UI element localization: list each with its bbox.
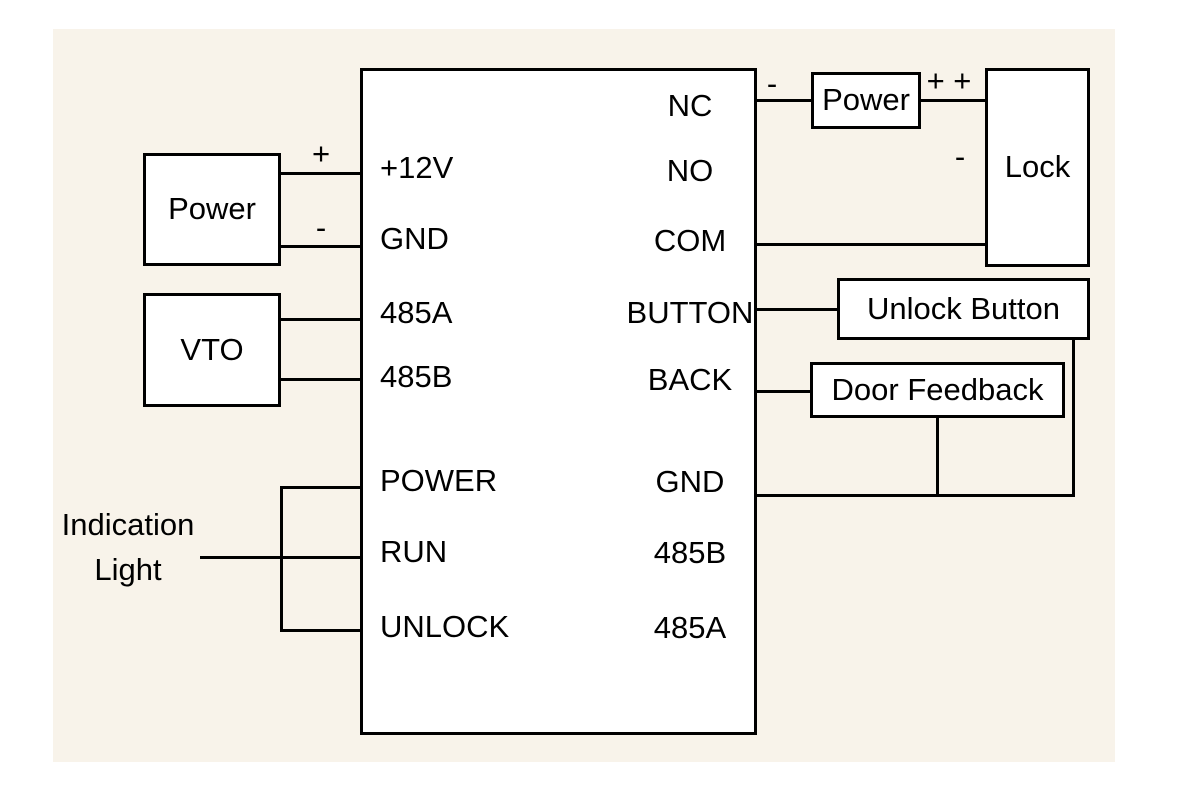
wire-unlock-button-to-gnd — [1072, 338, 1075, 497]
terminal-button: BUTTON — [626, 295, 754, 330]
wire-nc-to-power — [755, 99, 811, 102]
wire-gnd-bus — [755, 494, 1075, 497]
wire-com-to-lock — [755, 243, 985, 246]
wire-indication-unlock — [280, 629, 362, 632]
wire-power-minus-to-gnd — [280, 245, 362, 248]
terminal-no: NO — [666, 153, 714, 188]
wire-button-to-unlock-button — [755, 308, 837, 311]
wire-power-plus-to-12v — [280, 172, 362, 175]
terminal-485b-right: 485B — [653, 535, 727, 570]
wire-power-to-lock — [921, 99, 985, 102]
door-feedback-label: Door Feedback — [831, 371, 1044, 407]
lock-power-box: Power — [811, 72, 921, 129]
terminal-gnd-left: GND — [380, 221, 449, 256]
power-supply-label: Power — [168, 191, 256, 227]
vto-label: VTO — [180, 331, 244, 367]
indication-light-line1: Indication — [61, 507, 195, 542]
terminal-power-led: POWER — [380, 463, 498, 498]
unlock-button-label: Unlock Button — [867, 290, 1060, 326]
vto-box: VTO — [143, 293, 281, 407]
lock-box: Lock — [985, 68, 1090, 267]
lock-label: Lock — [1004, 149, 1071, 185]
door-feedback-box: Door Feedback — [810, 362, 1065, 418]
power-right-minus-sign: - — [766, 66, 778, 101]
unlock-button-box: Unlock Button — [837, 278, 1090, 340]
terminal-485a-left: 485A — [380, 295, 453, 330]
power-left-minus-sign: - — [315, 210, 327, 245]
terminal-gnd-right: GND — [655, 464, 725, 499]
wire-vto-485a — [280, 318, 362, 321]
terminal-485a-right: 485A — [653, 610, 727, 645]
wire-vto-485b — [280, 378, 362, 381]
terminal-com: COM — [653, 223, 727, 258]
terminal-nc: NC — [667, 88, 713, 123]
power-supply-box: Power — [143, 153, 281, 266]
terminal-run-led: RUN — [380, 534, 448, 569]
wire-indication-power — [280, 486, 362, 489]
indication-light-line2: Light — [94, 552, 162, 587]
power-left-plus-sign: + — [311, 136, 331, 171]
terminal-unlock-led: UNLOCK — [380, 609, 510, 644]
lock-power-label: Power — [822, 82, 910, 118]
terminal-plus12v: +12V — [380, 150, 454, 185]
wire-back-to-door-feedback — [755, 390, 810, 393]
terminal-485b-left: 485B — [380, 359, 453, 394]
controller-box — [360, 68, 757, 735]
indication-light-label: Indication Light — [62, 502, 195, 592]
wire-door-feedback-to-gnd — [936, 416, 939, 497]
lock-minus-sign: - — [954, 139, 966, 174]
power-right-plus-signs: + + — [926, 63, 972, 98]
terminal-back: BACK — [647, 362, 733, 397]
wire-indication-bus — [280, 486, 283, 632]
